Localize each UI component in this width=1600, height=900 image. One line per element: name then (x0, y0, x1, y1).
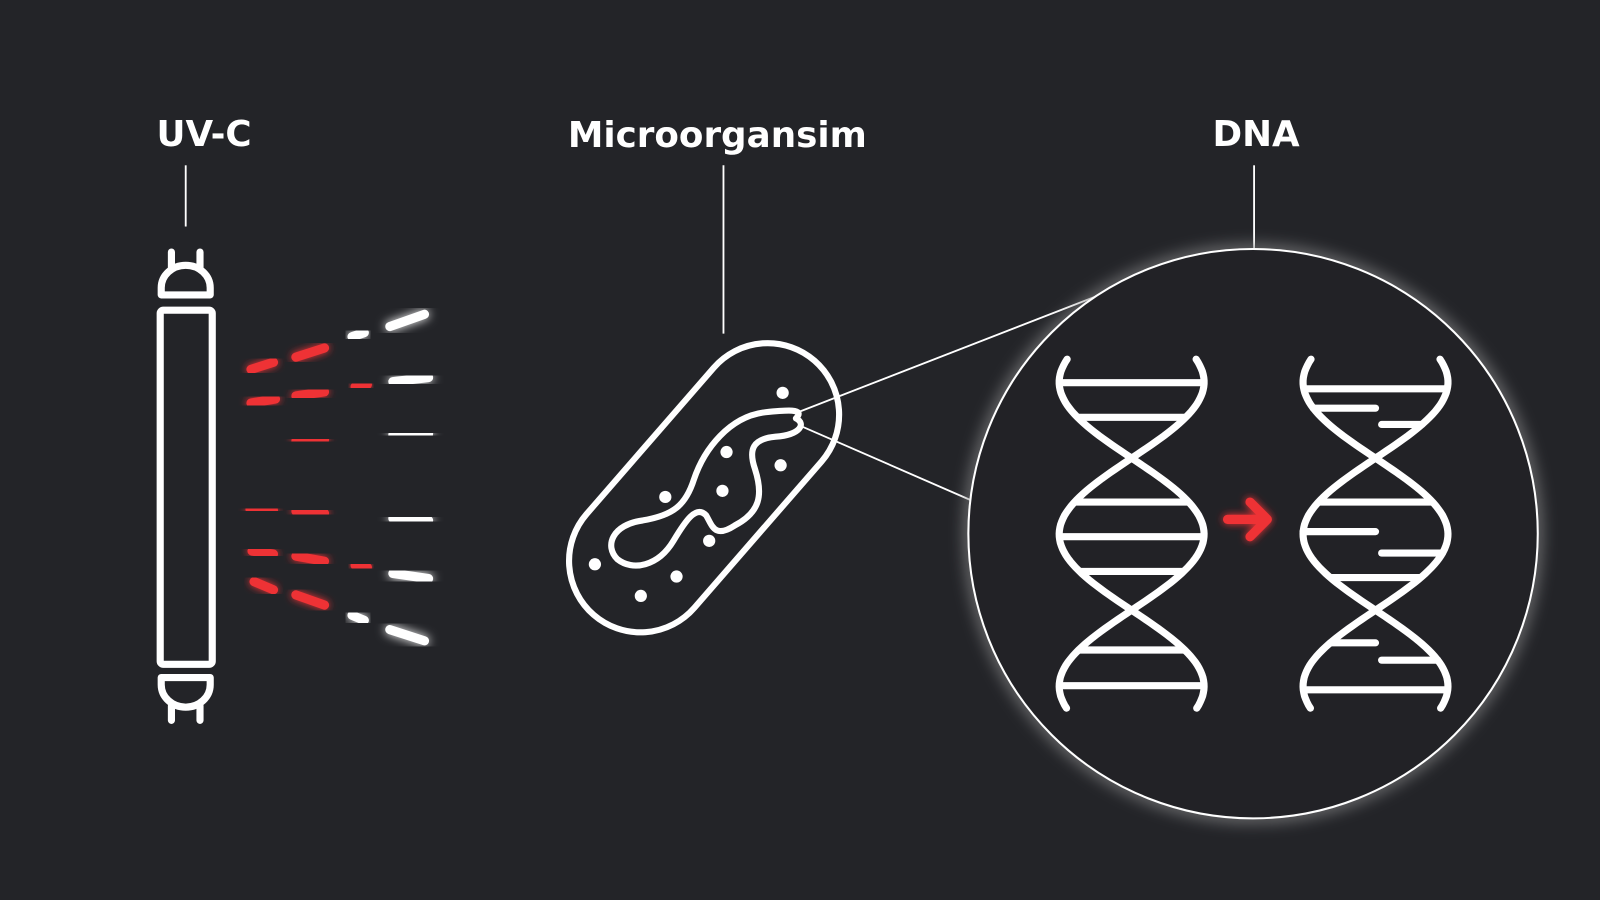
uv-ray-white (385, 625, 430, 646)
leader-lines (184, 165, 1256, 501)
uv-ray-red (350, 380, 372, 392)
uv-rays-icon (245, 309, 434, 646)
uv-ray-white (388, 568, 434, 584)
uv-ray-white (385, 309, 430, 332)
uv-ray-red (291, 343, 330, 362)
uv-ray-white (347, 610, 369, 625)
uv-ray-white (388, 429, 434, 440)
bacterium-nucleoid (608, 407, 804, 569)
uv-ray-red (291, 506, 330, 518)
bacterium-icon (565, 340, 843, 636)
uv-ray-red (291, 551, 330, 566)
uv-ray-red (291, 387, 330, 401)
arrow-right-icon (1222, 497, 1272, 542)
dna-strand (1299, 355, 1452, 712)
uv-ray-red (350, 560, 372, 572)
uv-ray-red (291, 435, 330, 446)
dna-helix-damaged-icon (1299, 355, 1452, 712)
uv-ray-red (291, 590, 330, 610)
label-dna: DNA (1213, 114, 1301, 155)
label-uvc: UV-C (157, 114, 252, 155)
uv-ray-red (246, 394, 281, 408)
uv-ray-red (246, 357, 279, 374)
zoom-line-bottom (801, 425, 971, 501)
uv-ray-red (247, 546, 279, 559)
uv-ray-white (388, 372, 434, 387)
uv-ray-white (347, 328, 369, 342)
dna-helix-intact-icon (1055, 355, 1208, 712)
zoom-line-top (797, 294, 1101, 414)
uv-lamp-icon (156, 248, 216, 724)
uv-ray-white (388, 513, 434, 525)
label-microorganism: Microorgansim (568, 115, 867, 156)
uv-ray-red (245, 504, 279, 515)
uv-ray-red (249, 577, 279, 595)
bacterium-cell-wall (565, 340, 843, 636)
bacterium-dots (588, 386, 789, 603)
